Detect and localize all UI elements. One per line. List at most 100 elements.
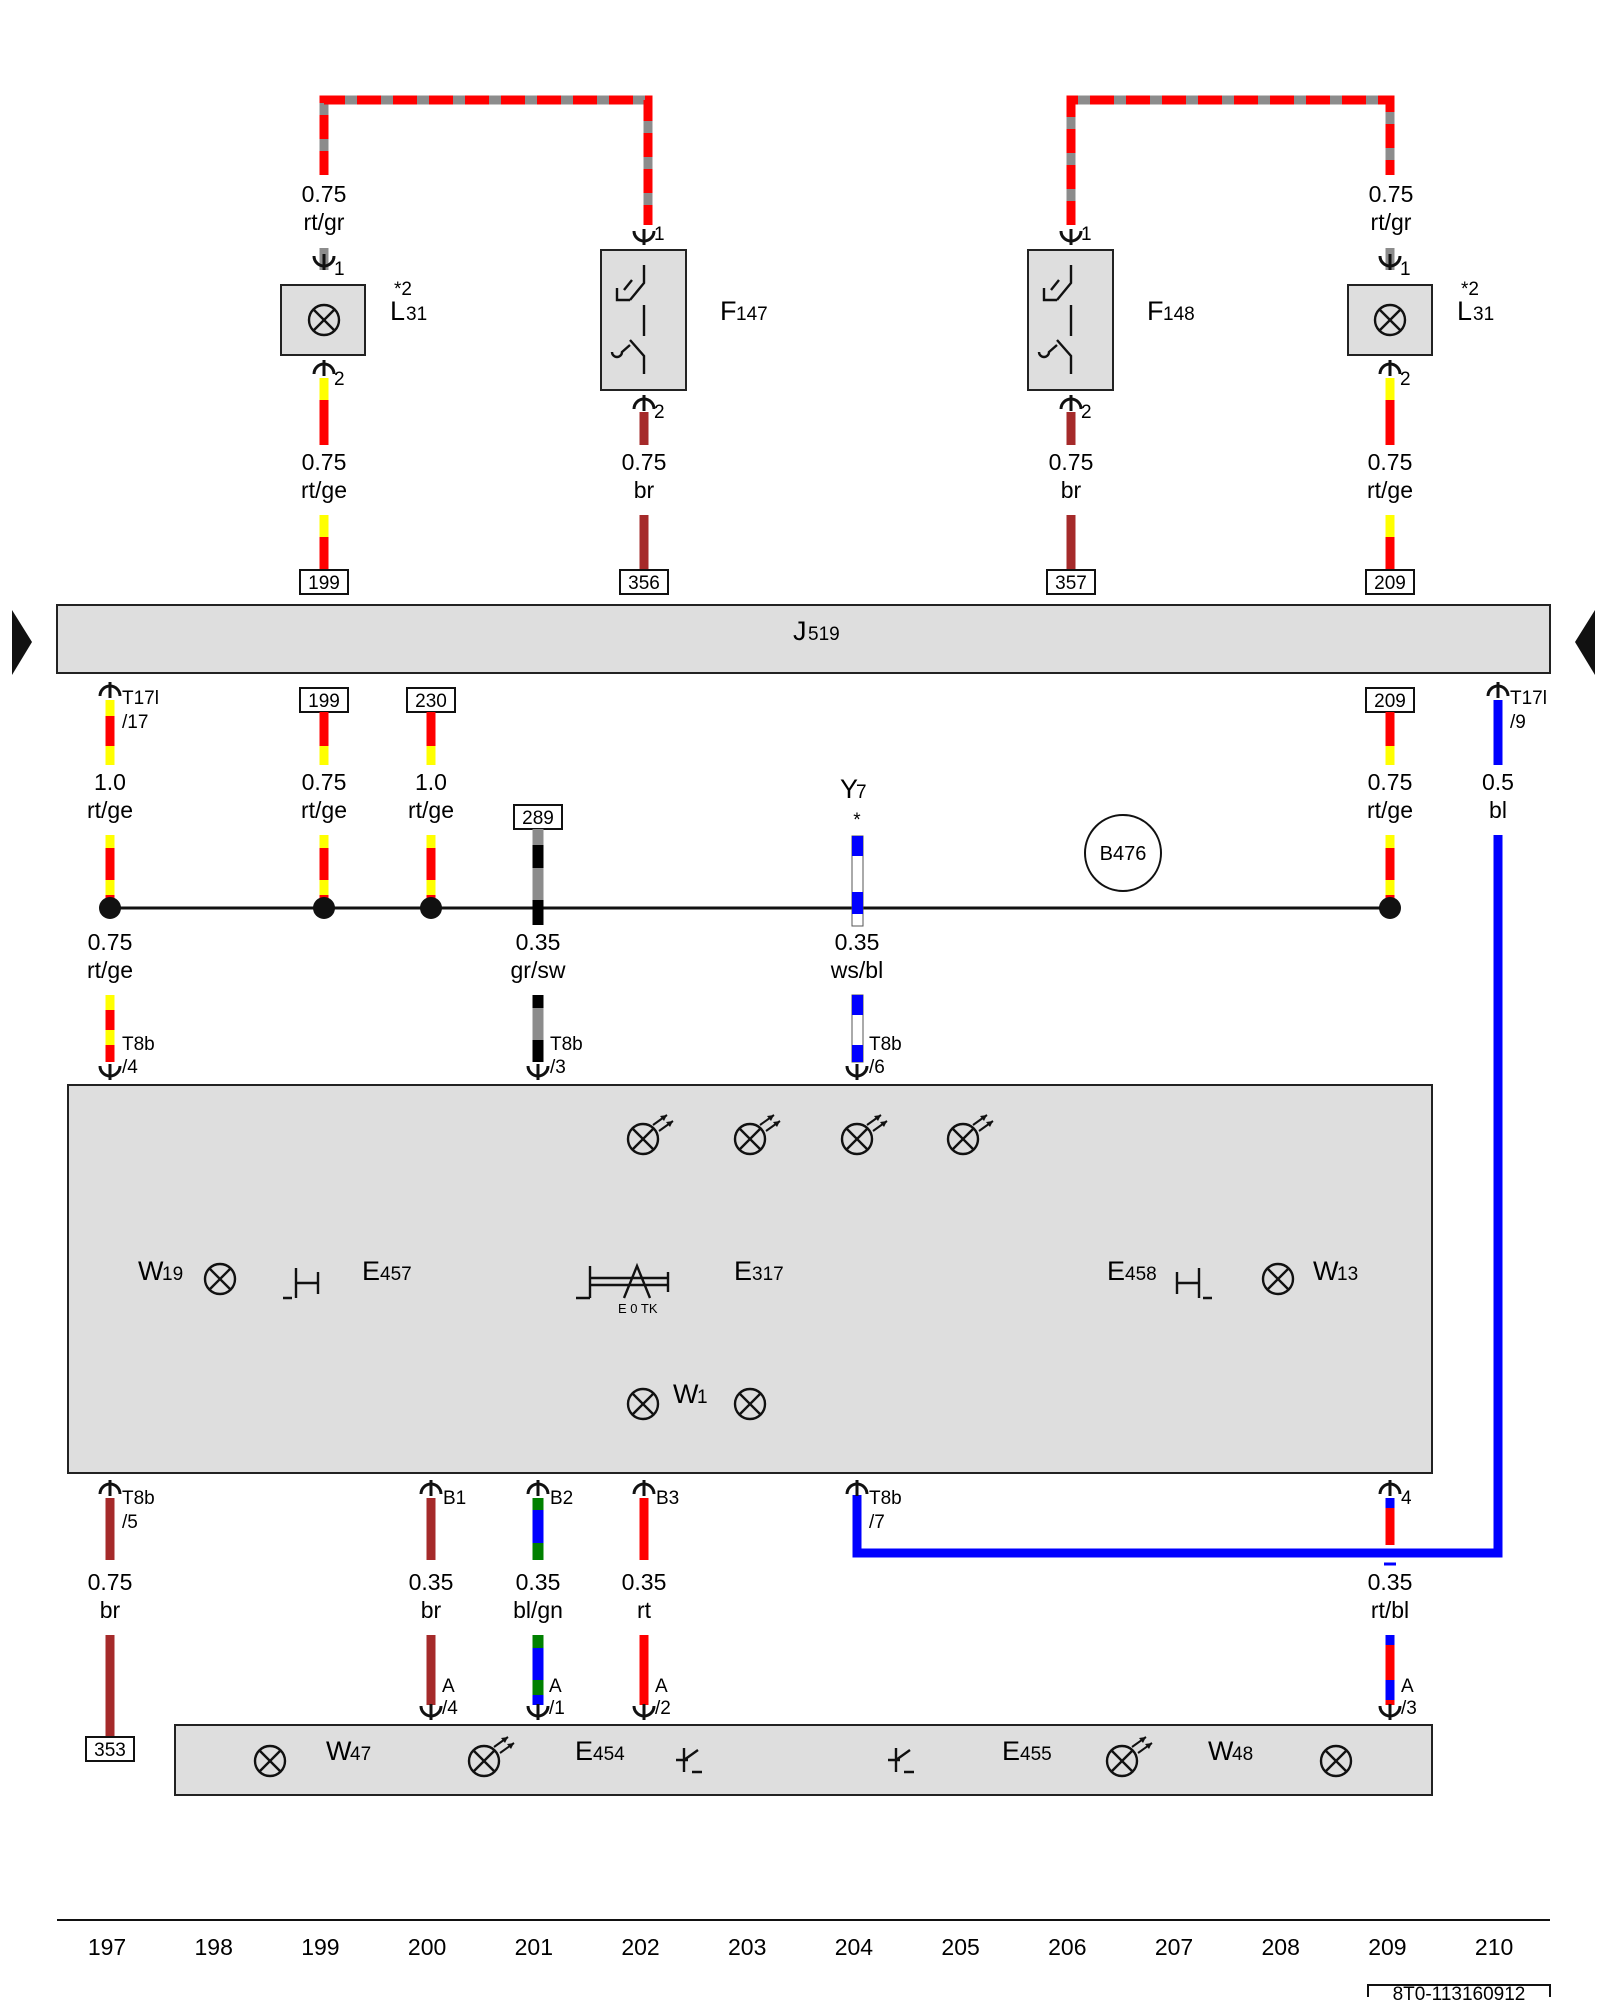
- svg-text:2: 2: [1081, 402, 1092, 423]
- svg-text:Y: Y: [840, 774, 858, 804]
- connector-pin-icon: [312, 252, 336, 272]
- connector-b2: B2 0.35 bl/gn: [513, 1478, 573, 1705]
- module-bottom: W 47 E 454 E 455 W 48: [174, 1724, 1433, 1796]
- column-number: 204: [835, 1934, 874, 1960]
- wire-br-356: 0.75 br: [622, 412, 667, 570]
- connector-pin-icon: [98, 1062, 122, 1082]
- junction-dot-icon: [313, 897, 335, 919]
- svg-text:/5: /5: [122, 1512, 138, 1533]
- svg-text:L: L: [1457, 296, 1472, 326]
- svg-text:E: E: [1002, 1736, 1020, 1766]
- connector-pin-icon: [845, 1062, 869, 1082]
- wire-rt-ge-199-top: 0.75 rt/ge: [301, 378, 347, 570]
- svg-text:ws/bl: ws/bl: [830, 957, 883, 983]
- svg-text:0.35: 0.35: [835, 929, 880, 955]
- wire-label-lower-2: 0.35 gr/sw: [511, 929, 566, 1062]
- svg-text:/2: /2: [655, 1698, 671, 1719]
- wire-rt-ge-199-mid: 199 0.75 rt/ge: [299, 687, 349, 908]
- doc-id-box: 8T0-113160912: [1367, 1984, 1551, 2000]
- svg-text:E: E: [362, 1256, 380, 1286]
- column-number: 203: [728, 1934, 766, 1960]
- wire-rt-ge-209-mid: 209 0.75 rt/ge: [1365, 687, 1415, 908]
- junction-dot-icon: [99, 897, 121, 919]
- connector-pin-icon: [632, 1478, 656, 1498]
- svg-text:209: 209: [1374, 691, 1406, 712]
- connector-pin-icon: [1378, 1702, 1402, 1722]
- svg-text:L: L: [390, 296, 405, 326]
- svg-text:br: br: [100, 1597, 121, 1623]
- svg-text:230: 230: [415, 691, 447, 712]
- top-loop-left: [319, 95, 653, 225]
- svg-text:gr/sw: gr/sw: [511, 957, 566, 983]
- svg-text:rt/bl: rt/bl: [1371, 1597, 1409, 1623]
- svg-text:bl/gn: bl/gn: [513, 1597, 563, 1623]
- connector-a-1: A /1: [526, 1676, 565, 1722]
- connector-t8b-6: T8b /6: [845, 1034, 902, 1082]
- svg-text:147: 147: [736, 304, 768, 325]
- svg-text:/4: /4: [442, 1698, 458, 1719]
- svg-text:48: 48: [1232, 1744, 1253, 1765]
- svg-text:1: 1: [654, 224, 665, 245]
- svg-text:T8b: T8b: [122, 1034, 155, 1055]
- svg-text:1: 1: [1400, 259, 1411, 280]
- wire-label-lower-1: 0.75 rt/ge: [87, 929, 133, 1062]
- svg-text:E 0 TK: E 0 TK: [618, 1301, 658, 1316]
- svg-text:0.5: 0.5: [1482, 769, 1514, 795]
- svg-text:519: 519: [808, 624, 840, 645]
- svg-text:/9: /9: [1510, 712, 1526, 733]
- svg-text:1: 1: [697, 1387, 708, 1408]
- column-number: 202: [621, 1934, 659, 1960]
- component-f148: 1 2 F 148: [1027, 224, 1195, 423]
- connector-a-4: A /4: [419, 1676, 458, 1722]
- svg-text:0.75: 0.75: [88, 1569, 133, 1595]
- svg-text:*: *: [853, 810, 861, 831]
- svg-text:0.75: 0.75: [1368, 449, 1413, 475]
- connector-pin-icon: [1378, 1478, 1402, 1498]
- wire-rt-ge-209-top: 0.75 rt/ge: [1367, 378, 1413, 570]
- column-number: 205: [941, 1934, 979, 1960]
- svg-text:0.75: 0.75: [622, 449, 667, 475]
- svg-text:B1: B1: [443, 1488, 466, 1509]
- connector-t17l-17: T17l /17 1.0 rt/ge: [87, 680, 159, 908]
- svg-text:2: 2: [334, 369, 345, 390]
- component-b476: B476: [1084, 814, 1162, 892]
- svg-text:E: E: [734, 1256, 752, 1286]
- column-number: 210: [1475, 1934, 1513, 1960]
- connector-pin-icon: [845, 1478, 869, 1498]
- top-loop-right: [1066, 95, 1395, 225]
- module-main: W 19 E 457 E 0 TK E 317 E 458 W 13 W 1: [67, 1084, 1433, 1474]
- connector-pin-icon: [526, 1702, 550, 1722]
- svg-text:A: A: [442, 1676, 455, 1697]
- column-number: 206: [1048, 1934, 1086, 1960]
- svg-text:4: 4: [1401, 1488, 1412, 1509]
- svg-text:F: F: [720, 296, 737, 326]
- svg-text:353: 353: [94, 1740, 126, 1761]
- ref-box-209-top: 209: [1365, 569, 1415, 595]
- svg-text:B476: B476: [1100, 843, 1147, 865]
- svg-text:/17: /17: [122, 712, 148, 733]
- svg-text:rt/ge: rt/ge: [408, 797, 454, 823]
- component-y7: Y 7 *: [840, 774, 867, 927]
- column-number: 200: [408, 1934, 446, 1960]
- svg-text:rt/ge: rt/ge: [87, 957, 133, 983]
- connector-pin-icon: [98, 1478, 122, 1498]
- svg-text:454: 454: [593, 1744, 625, 1765]
- svg-text:T17l: T17l: [122, 688, 159, 709]
- svg-text:*2: *2: [394, 279, 412, 300]
- svg-text:W: W: [138, 1256, 164, 1286]
- svg-text:T8b: T8b: [869, 1488, 902, 1509]
- svg-text:E: E: [1107, 1256, 1125, 1286]
- svg-text:rt/ge: rt/ge: [301, 477, 347, 503]
- svg-text:J: J: [793, 616, 807, 646]
- svg-text:1: 1: [1081, 224, 1092, 245]
- column-number: 197: [88, 1934, 126, 1960]
- svg-text:1.0: 1.0: [415, 769, 447, 795]
- connector-pin-icon: [419, 1478, 443, 1498]
- switch-contact-icon: [1037, 339, 1073, 374]
- connector-pin-icon: [419, 1702, 443, 1722]
- pushbutton-icon: [1175, 1268, 1212, 1300]
- connector-b3: B3 0.35 rt: [622, 1478, 679, 1705]
- wire-br-357: 0.75 br: [1049, 412, 1093, 570]
